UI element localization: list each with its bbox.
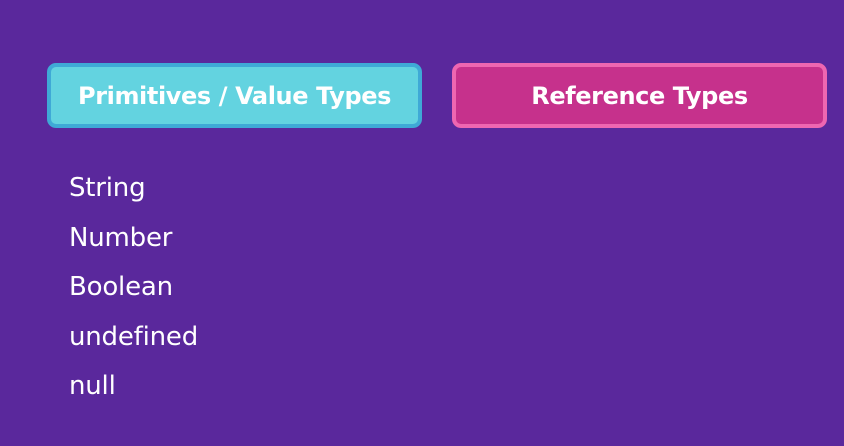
list-item: null [69, 371, 116, 401]
list-item: undefined [69, 321, 199, 352]
primitives-header: Primitives / Value Types [47, 63, 422, 128]
list-item: Boolean [69, 272, 173, 302]
list-item: String [69, 173, 146, 203]
reference-types-header: Reference Types [452, 63, 827, 128]
list-item: Number [69, 222, 173, 253]
primitive-types-list: String Number Boolean undefined null [69, 164, 198, 412]
